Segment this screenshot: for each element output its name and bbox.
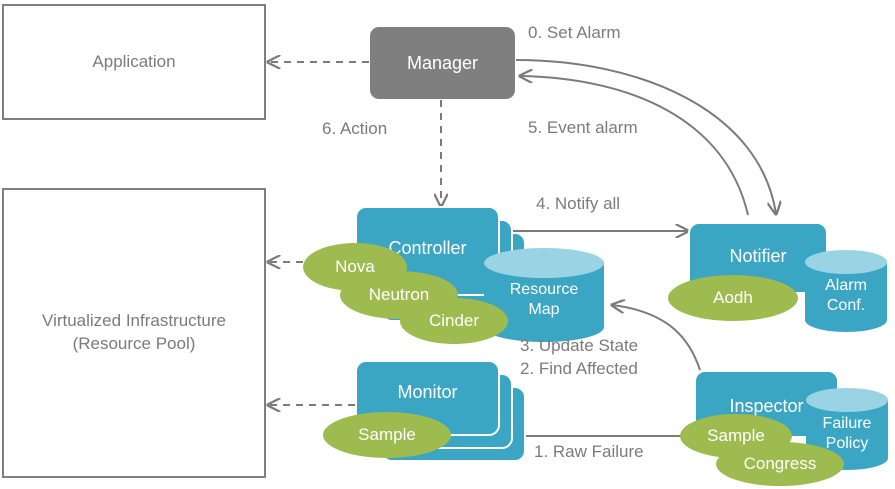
project-label-sample-monitor: Sample <box>358 425 416 444</box>
alarm-conf-cylinder[interactable]: Alarm Conf. <box>805 250 887 334</box>
alarm-conf-cylinder-top <box>805 250 887 274</box>
project-label-aodh: Aodh <box>713 288 753 307</box>
flow-label-notify-all: 4. Notify all <box>536 194 621 213</box>
project-label-sample-inspector: Sample <box>707 426 765 445</box>
flow-label-action: 6. Action <box>322 119 388 138</box>
failure-policy-cylinder-top <box>806 388 888 412</box>
manager-label: Manager <box>406 52 479 73</box>
infrastructure-label: Virtualized Infrastructure (Resource Poo… <box>42 310 226 356</box>
flow-label-raw-failure: 1. Raw Failure <box>534 442 644 461</box>
flow-label-event-alarm: 5. Event alarm <box>528 118 638 137</box>
project-ellipse-cinder[interactable]: Cinder <box>400 298 508 344</box>
project-label-cinder: Cinder <box>428 311 480 330</box>
flow-line-set-alarm <box>515 59 776 214</box>
application-box[interactable]: Application <box>2 4 266 120</box>
resource-map-cylinder-top <box>484 248 604 278</box>
project-ellipse-sample-monitor[interactable]: Sample <box>323 412 451 458</box>
project-ellipse-aodh[interactable]: Aodh <box>668 275 798 321</box>
flow-line-update-state <box>612 305 701 371</box>
project-label-congress: Congress <box>743 454 817 473</box>
manager-box[interactable]: Manager <box>370 27 515 99</box>
project-label-neutron: Neutron <box>368 285 430 304</box>
infrastructure-label-line1: Virtualized Infrastructure <box>42 311 226 331</box>
infrastructure-label-line2: (Resource Pool) <box>72 334 196 353</box>
flow-line-event-alarm <box>520 76 749 216</box>
project-label-nova: Nova <box>335 257 375 276</box>
infrastructure-box[interactable]: Virtualized Infrastructure (Resource Poo… <box>2 188 266 478</box>
flow-label-set-alarm: 0. Set Alarm <box>528 23 621 42</box>
flow-label-find-affected: 2. Find Affected <box>520 359 638 378</box>
flow-label-update-state: 3. Update State <box>520 336 639 355</box>
application-label: Application <box>92 51 176 71</box>
project-ellipse-congress[interactable]: Congress <box>716 442 844 486</box>
